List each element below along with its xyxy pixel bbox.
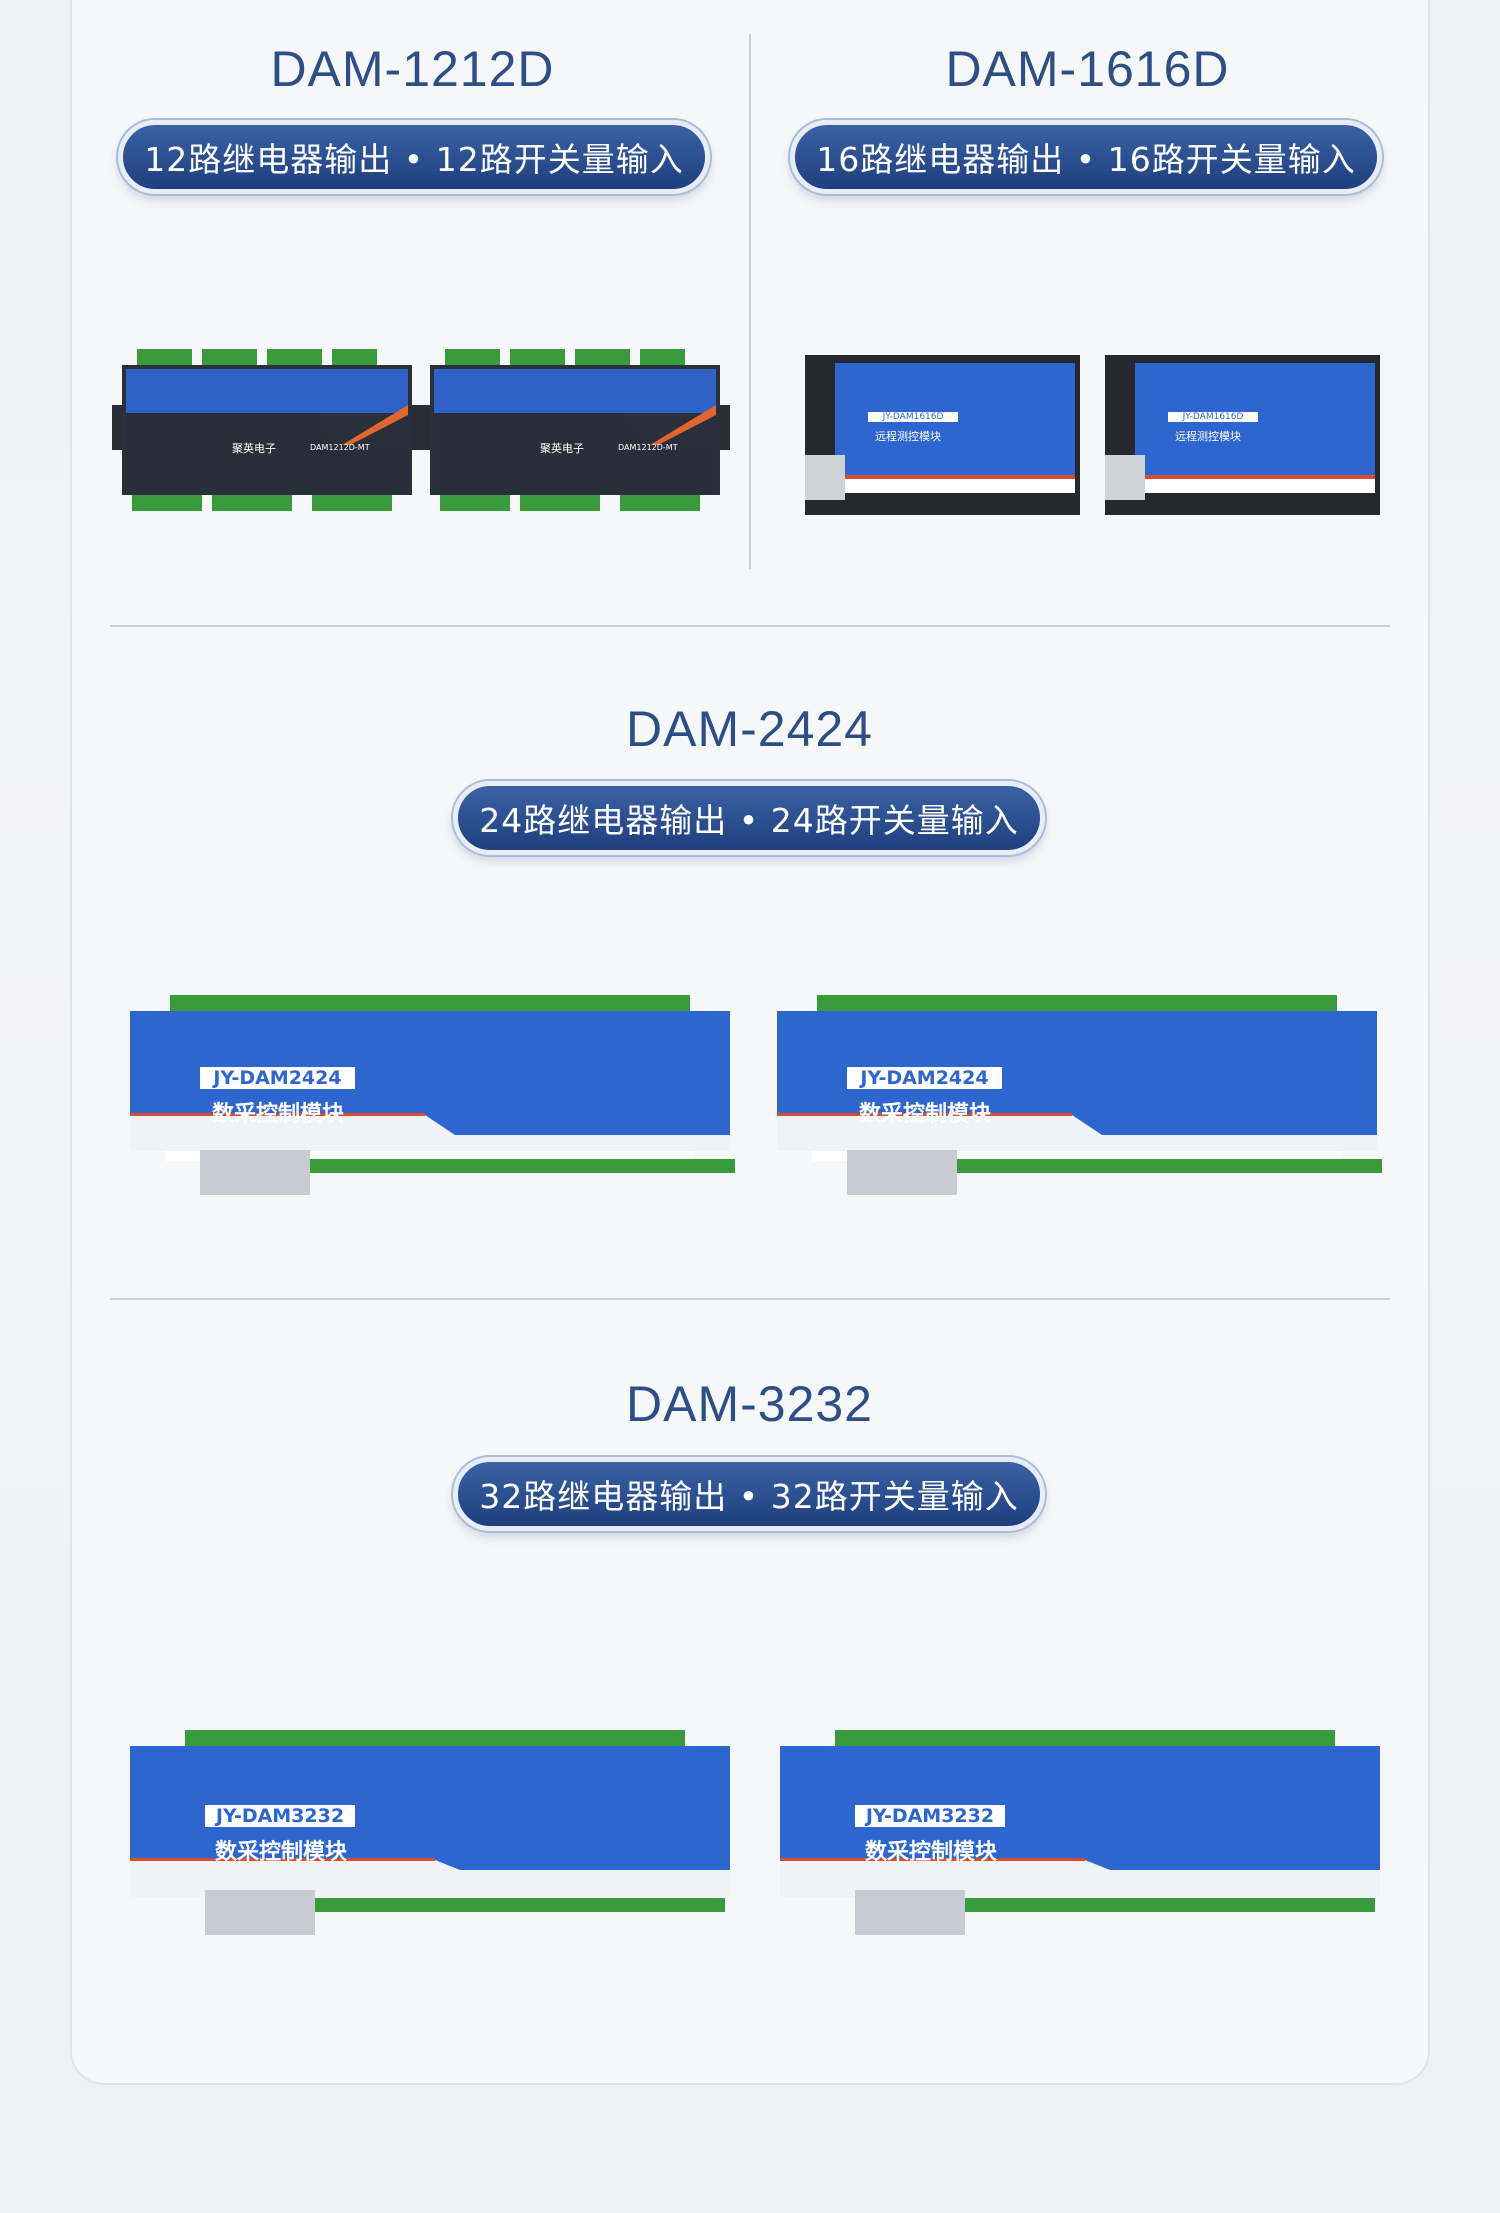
section-title: DAM-1616D — [945, 41, 1230, 97]
section-divider — [110, 1298, 1390, 1300]
product-image — [777, 995, 1382, 1195]
product-image — [112, 349, 422, 511]
product-image — [420, 349, 730, 511]
device-product-name: 数采控制模块 — [859, 1102, 992, 1127]
device-brand: 聚英电子 — [540, 442, 584, 455]
device-model-label: JY-DAM3232 — [205, 1805, 355, 1827]
device-brand: 聚英电子 — [232, 442, 276, 455]
product-image — [130, 1730, 730, 1935]
product-image — [130, 995, 735, 1195]
device-product-name: 远程测控模块 — [875, 430, 941, 443]
section-divider — [110, 625, 1390, 627]
device-product-name: 数采控制模块 — [212, 1102, 345, 1127]
vertical-divider — [749, 34, 751, 569]
section-title: DAM-2424 — [626, 701, 873, 757]
product-image — [1105, 355, 1380, 515]
device-model-label: JY-DAM2424 — [847, 1067, 1002, 1089]
device-model-label: JY-DAM3232 — [855, 1805, 1005, 1827]
section-title: DAM-3232 — [626, 1376, 873, 1432]
device-model-label: DAM1212D-MT — [618, 443, 678, 452]
device-product-name: 远程测控模块 — [1175, 430, 1241, 443]
product-image — [805, 355, 1080, 515]
device-model-label: JY-DAM2424 — [200, 1067, 355, 1089]
section-title: DAM-1212D — [270, 41, 555, 97]
spec-badge: 24路继电器输出 • 24路开关量输入 — [453, 781, 1045, 855]
spec-badge: 12路继电器输出 • 12路开关量输入 — [118, 120, 710, 194]
device-model-label: JY-DAM1616D — [868, 412, 958, 422]
device-product-name: 数采控制模块 — [215, 1840, 348, 1865]
spec-badge: 32路继电器输出 • 32路开关量输入 — [453, 1457, 1045, 1531]
device-product-name: 数采控制模块 — [865, 1840, 998, 1865]
spec-badge: 16路继电器输出 • 16路开关量输入 — [790, 120, 1382, 194]
device-model-label: JY-DAM1616D — [1168, 412, 1258, 422]
device-model-label: DAM1212D-MT — [310, 443, 370, 452]
product-image — [780, 1730, 1380, 1935]
